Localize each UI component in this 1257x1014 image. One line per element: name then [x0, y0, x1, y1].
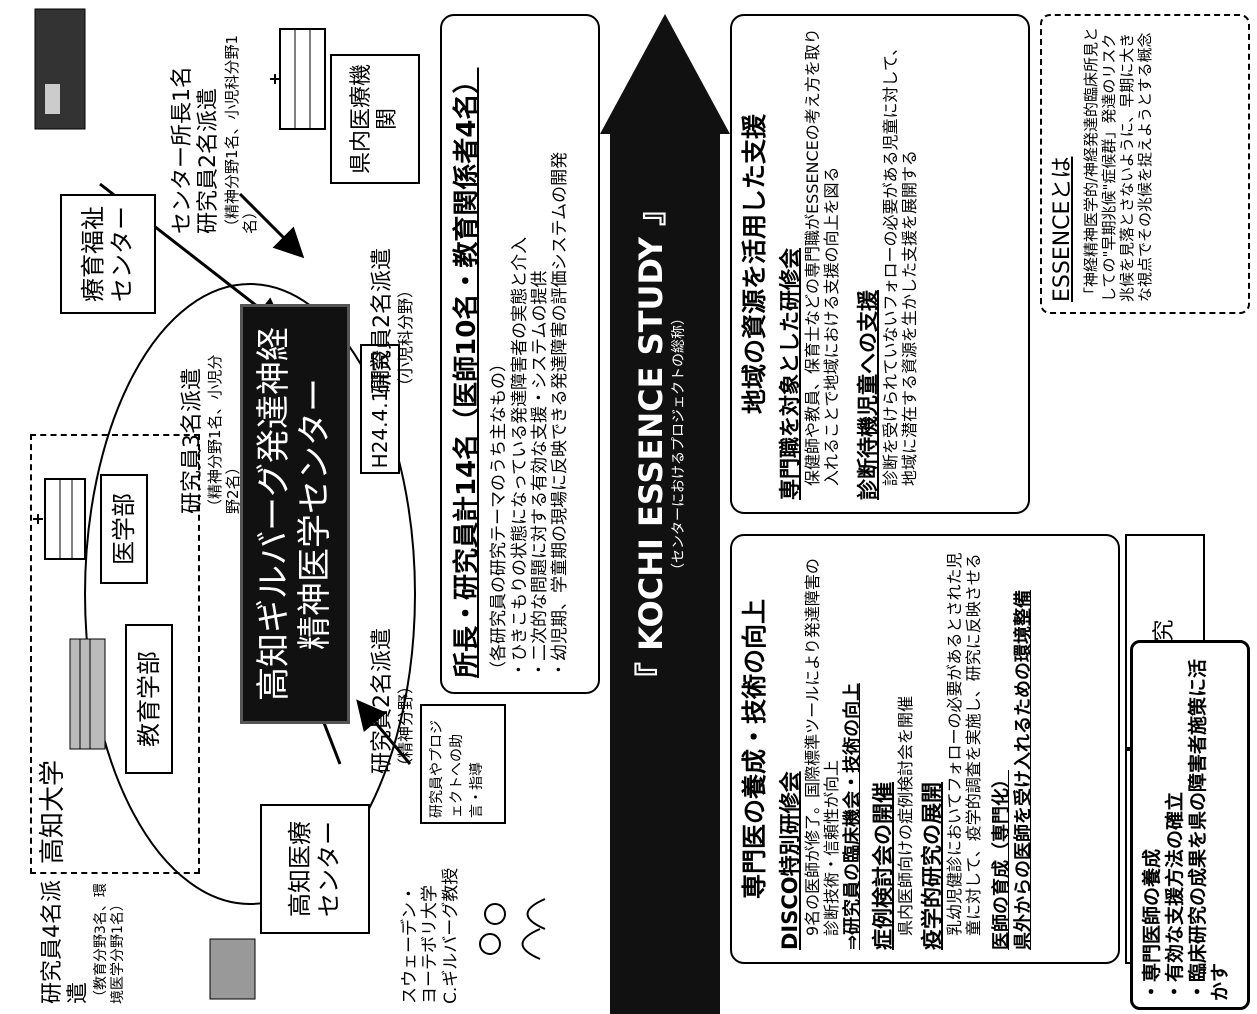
kmc-dispatch: 研究員2名派遣 （精神分野）: [370, 624, 416, 774]
specialist-panel-heading: 専門医の養成・技術の向上: [740, 548, 770, 950]
people-icon: [470, 884, 550, 974]
med-dispatch-main: 研究員3名派遣: [180, 354, 206, 514]
disco-result: ⇒研究員の臨床機会・技術の向上: [842, 548, 864, 950]
train-icon: [20, 4, 100, 134]
med-dispatch-sub: （精神分野1名、小児分野2名）: [206, 354, 242, 514]
case-study-body: 県内医師向けの症例検討会を開催: [896, 548, 915, 950]
ryoiku-center-box: 療育福祉センター: [60, 194, 156, 314]
medical-center-building-icon: [200, 934, 260, 1004]
staff-headline: 所長・研究員計14名（医師10名・教育関係者4名）: [452, 30, 483, 678]
prefectural-medical-label: 県内医療機関: [349, 60, 402, 178]
disco-body: 9名の医師が修了。国際標準ツールにより発達障害の診断技術・信頼性が向上: [803, 548, 841, 950]
sweden-advice-arrow: 研究員やプロジェクトへの助言・指導: [420, 704, 506, 824]
kochi-medical-center-label: 高知医療センター: [286, 810, 344, 928]
outcomes-panel: ・専門医師の養成 ・有効な支援方法の確立 ・臨床研究の成果を県の障害者施策に活か…: [1130, 640, 1250, 1010]
gillberg-center-box: 高知ギルバーグ発達神経 精神医学センター: [240, 304, 350, 724]
school-building-icon: [50, 634, 110, 754]
essence-definition-body: 「神経精神医学的/神経発達的臨床所見としての"早期兆候"症候群」発達のリスク兆候…: [1082, 26, 1154, 302]
hospital-icon: [270, 24, 330, 134]
pro-training-title: 専門職を対象とした研修会: [778, 28, 803, 500]
doctor-training-body: 県外からの医師を受け入れるための環境整備: [1013, 548, 1035, 950]
essence-definition-title: ESSENCEとは: [1050, 26, 1076, 302]
kmc-dispatch-sub: （精神分野）: [396, 624, 415, 774]
doctor-training-title: 医師の育成（専門化）: [991, 548, 1013, 950]
case-study-title: 症例検討会の開催: [871, 548, 896, 950]
epidemiology-title: 疫学的研究の展開: [920, 548, 945, 950]
sweden-advice-text: 研究員やプロジェクトへの助言・指導: [429, 720, 485, 818]
essence-definition-box: ESSENCEとは 「神経精神医学的/神経発達的臨床所見としての"早期兆候"症候…: [1040, 14, 1250, 314]
ryoiku-dispatch-line2: 研究員2名派遣: [196, 34, 222, 234]
education-faculty-box: 教育学部: [125, 624, 173, 774]
university-building-icon: [30, 474, 90, 564]
essence-study-label: 『 KOCHI ESSENCE STUDY 』 （センターにおけるプロジェクトの…: [612, 194, 708, 694]
center-name-line2: 精神医学センター: [295, 378, 336, 650]
kmc-dispatch-main: 研究員2名派遣: [370, 624, 396, 774]
pref-dispatch-main: 研究員2名派遣: [370, 214, 396, 394]
specialist-panel: 専門医の養成・技術の向上 DISCO特別研修会 9名の医師が修了。国際標準ツール…: [730, 534, 1120, 964]
community-panel-heading: 地域の資源を活用した支援: [740, 28, 770, 500]
essence-study-subtitle: （センターにおけるプロジェクトの総称）: [671, 311, 688, 577]
sweden-line2: ヨーテボリ大学: [420, 834, 440, 1004]
staff-item-2: ・二次的な問題に対する有効な支援・システムの提供: [530, 30, 550, 678]
staff-box: 所長・研究員計14名（医師10名・教育関係者4名） （各研究員の研究テーマのうち…: [440, 14, 600, 694]
epidemiology-body: 乳幼児健診においてフォローの必要があるとされた児童に対して、疫学的調査を実施し、…: [945, 548, 983, 950]
staff-item-1: ・ひきこもりの状態になっている発達障害者の実態と介入: [510, 30, 530, 678]
ryoiku-dispatch-sub: （精神分野1名、小児科分野1名）: [223, 34, 259, 234]
pref-dispatch-sub: （小児科分野）: [396, 214, 415, 394]
medical-faculty-box: 医学部: [100, 474, 148, 584]
sweden-line3: C.ギルバーグ教授: [441, 834, 461, 1004]
univ-dispatch-main: 研究員4名派遣: [40, 874, 93, 1004]
waiting-children-body: 診断を受けられていないフォローの必要がある児童に対して、地域に潜在する資源を生か…: [881, 28, 919, 500]
ryoiku-dispatch: センター所長1名 研究員2名派遣 （精神分野1名、小児科分野1名）: [170, 34, 259, 234]
med-dispatch: 研究員3名派遣 （精神分野1名、小児分野2名）: [180, 354, 242, 514]
waiting-children-title: 診断待機児童への支援: [856, 28, 881, 500]
outcome-1: ・専門医師の養成: [1141, 655, 1164, 1001]
ryoiku-dispatch-line1: センター所長1名: [170, 34, 196, 234]
sweden-advisor: スウェーデン・ ヨーテボリ大学 C.ギルバーグ教授: [400, 834, 461, 1004]
kochi-univ-label: 高知大学: [38, 760, 69, 864]
sweden-line1: スウェーデン・: [400, 834, 420, 1004]
education-faculty-label: 教育学部: [135, 651, 164, 747]
staff-intro: （各研究員の研究テーマのうち主なもの）: [489, 30, 509, 678]
kochi-medical-center-box: 高知医療センター: [260, 804, 370, 934]
ryoiku-center-label: 療育福祉センター: [79, 200, 137, 308]
outcome-3: ・臨床研究の成果を県の障害者施策に活かす: [1187, 655, 1233, 1001]
univ-dispatch-sub: （教育分野3名、環境医学分野1名）: [93, 874, 127, 1004]
essence-study-title: 『 KOCHI ESSENCE STUDY 』: [632, 194, 670, 694]
community-panel: 地域の資源を活用した支援 専門職を対象とした研修会 保健師や教員、保育士などの専…: [730, 14, 1030, 514]
medical-faculty-label: 医学部: [110, 493, 139, 565]
disco-title: DISCO特別研修会: [778, 548, 803, 950]
outcome-2: ・有効な支援方法の確立: [1164, 655, 1187, 1001]
pref-dispatch: 研究員2名派遣 （小児科分野）: [370, 214, 416, 394]
outcomes-rotated: ・専門医師の養成 ・有効な支援方法の確立 ・臨床研究の成果を県の障害者施策に活か…: [1133, 643, 1250, 1010]
univ-dispatch: 研究員4名派遣 （教育分野3名、環境医学分野1名）: [40, 874, 126, 1004]
prefectural-medical-box: 県内医療機関: [330, 54, 420, 184]
center-name-line1: 高知ギルバーグ発達神経: [254, 327, 295, 701]
staff-item-3: ・幼児期、学童期の現場に反映できる発達障害の評価システムの開発: [550, 30, 570, 678]
pro-training-body: 保健師や教員、保育士などの専門職がESSENCEの考え方を取り入れることで地域に…: [803, 28, 841, 500]
